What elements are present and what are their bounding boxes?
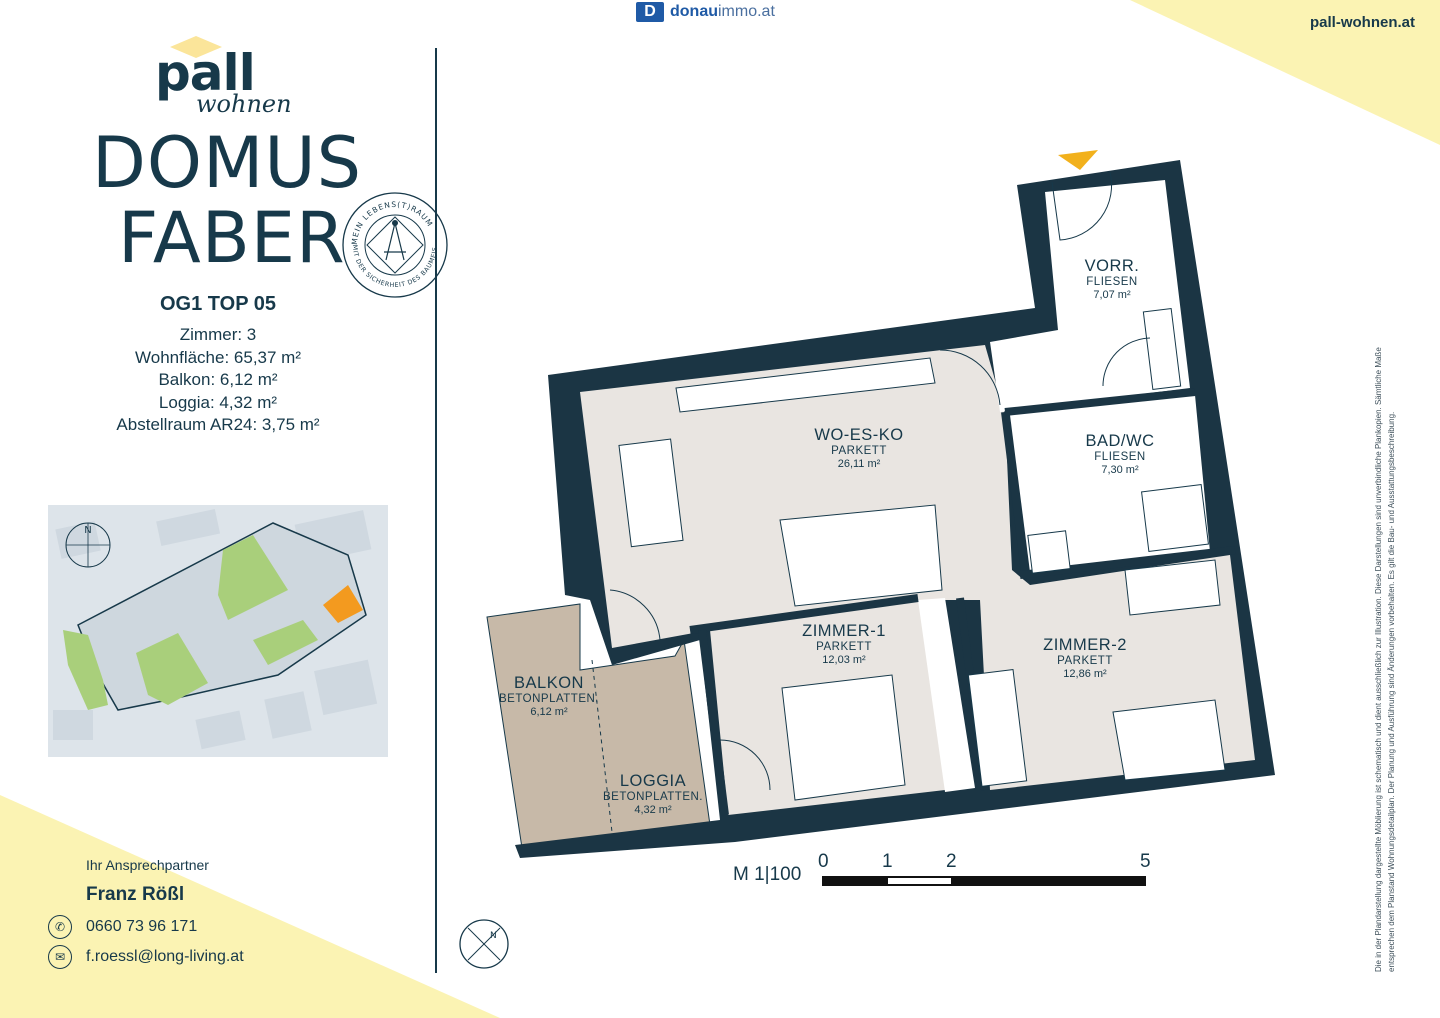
room-vorr: VORR. FLIESEN 7,07 m² [1084,257,1140,302]
contact-name: Franz Rößl [86,884,185,905]
project-title-line2: FABER [118,197,346,279]
project-title-line1: DOMUS [92,122,363,204]
disclaimer: Die in der Plandarstellung dargestellte … [1374,347,1396,972]
scale-label: M 1|100 [733,864,802,885]
pall-diamond-icon [170,36,222,58]
scale-tick-1: 1 [882,851,893,872]
unit-facts: Zimmer: 3 Wohnfläche: 65,37 m² Balkon: 6… [60,324,376,437]
north-arrow-icon: N [459,919,509,969]
contact-label: Ihr Ansprechpartner [86,857,209,873]
brand-sub: wohnen [196,90,292,118]
contact-email[interactable]: f.roessl@long-living.at [86,948,244,965]
fact-loggia: Loggia: 4,32 m² [158,392,278,412]
donauimmo-name-bold: donau [670,3,718,20]
brand-logo: pall [155,44,256,102]
scale-bar [822,876,1146,886]
room-loggia: LOGGIA BETONPLATTEN. 4,32 m² [602,772,703,817]
fact-balcony: Balkon: 6,12 m² [158,370,278,390]
room-zimmer2: ZIMMER-2 PARKETT 12,86 m² [1043,636,1127,681]
phone-icon: ✆ [48,915,72,939]
scale-tick-5b: 5 [1140,851,1151,872]
seal-badge: MEIN LEBENS(T)RAUM MIT DER SICHERHEIT DE… [340,190,448,298]
svg-text:N: N [490,931,497,941]
scale-tick-2: 2 [946,851,957,872]
contact-phone[interactable]: 0660 73 96 171 [86,918,198,935]
website-link[interactable]: pall-wohnen.at [1310,14,1415,31]
unit-title: OG1 TOP 05 [160,293,276,315]
room-woesko: WO-ES-KO PARKETT 26,11 m² [814,426,904,471]
site-map: N [48,505,388,757]
fact-storage: Abstellraum AR24: 3,75 m² [116,415,320,435]
column-divider [435,48,437,973]
donauimmo-icon: D [636,2,664,22]
fact-rooms: Zimmer: 3 [179,325,257,344]
donauimmo-logo[interactable]: D donauimmo.at [636,2,775,22]
donauimmo-name-light: immo.at [718,3,775,20]
room-balkon: BALKON BETONPLATTEN. 6,12 m² [498,674,599,719]
contact-phone-row[interactable]: ✆ 0660 73 96 171 [48,914,197,940]
svg-text:N: N [84,525,91,536]
room-badwc: BAD/WC FLIESEN 7,30 m² [1085,432,1155,477]
floor-plan [486,150,1275,858]
fact-living-area: Wohnfläche: 65,37 m² [135,347,301,367]
contact-email-row[interactable]: ✉ f.roessl@long-living.at [48,944,244,970]
room-zimmer1: ZIMMER-1 PARKETT 12,03 m² [802,622,886,667]
email-icon: ✉ [48,945,72,969]
scale-tick-0: 0 [818,851,829,872]
